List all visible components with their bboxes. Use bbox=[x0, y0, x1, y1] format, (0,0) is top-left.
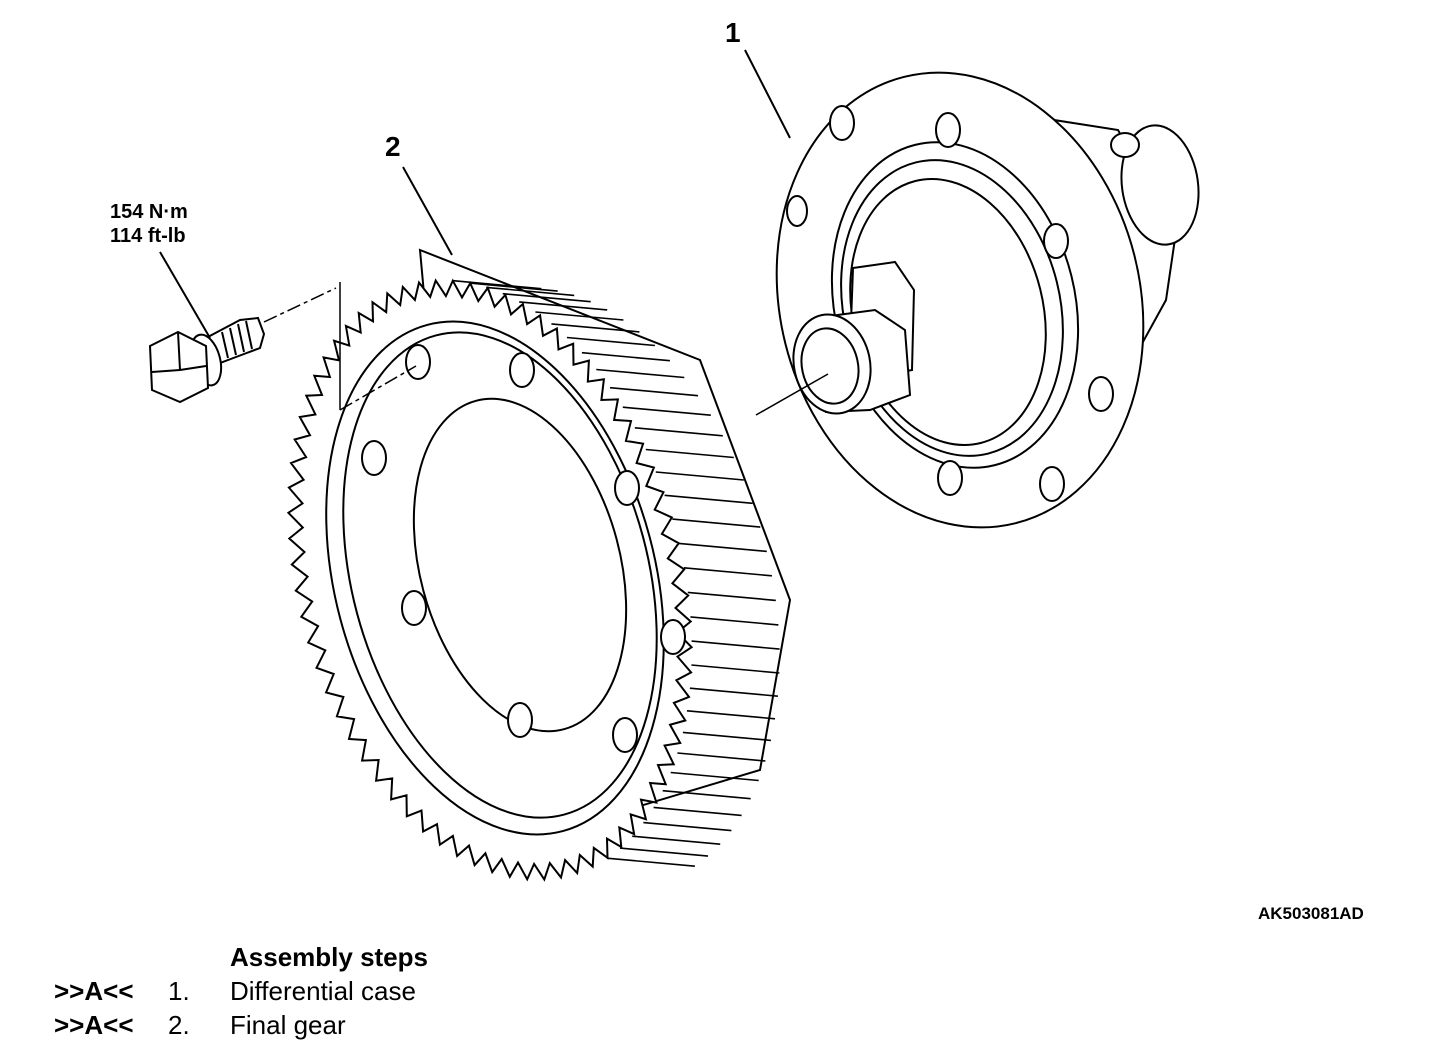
step-number: 1. bbox=[168, 976, 190, 1006]
gear-tooth-line bbox=[691, 664, 780, 674]
gear-tooth-line bbox=[535, 311, 624, 321]
gear-tooth-line bbox=[469, 282, 558, 292]
gear-tooth-line bbox=[678, 542, 767, 553]
gear-tooth-line bbox=[619, 847, 709, 857]
gear-tooth-line bbox=[687, 591, 776, 602]
gear-tooth-line bbox=[677, 752, 766, 762]
gear-tooth-line bbox=[502, 292, 591, 303]
gear-tooth-line bbox=[655, 471, 744, 481]
callout-part2: 2 bbox=[385, 131, 401, 162]
alignment-line-bolt bbox=[263, 282, 417, 411]
gear-tooth-line bbox=[672, 518, 761, 528]
gear-tooth-line bbox=[632, 835, 721, 845]
gear-tooth-line bbox=[686, 710, 776, 720]
differential-case bbox=[775, 71, 1200, 529]
assembly-steps: Assembly steps >>A<< 1. Differential cas… bbox=[0, 938, 600, 1048]
step-mark: >>A<< bbox=[54, 976, 134, 1006]
gear-tooth-line bbox=[622, 406, 711, 416]
gear-tooth-line bbox=[664, 494, 753, 505]
gear-tooth-line bbox=[581, 351, 670, 362]
gear-tooth-line bbox=[643, 821, 732, 832]
gear-tooth-line bbox=[596, 368, 685, 379]
bolt bbox=[148, 316, 266, 404]
step-number: 2. bbox=[168, 1010, 190, 1040]
leader-line-part1 bbox=[744, 49, 791, 139]
gear-tooth-line bbox=[645, 448, 734, 459]
gear-tooth-line bbox=[634, 427, 723, 437]
step-mark: >>A<< bbox=[54, 1010, 134, 1040]
gear-tooth-line bbox=[519, 301, 608, 311]
assembly-step: >>A<< 2. Final gear bbox=[0, 1010, 600, 1042]
gear-tooth-line bbox=[453, 279, 542, 290]
leader-line-part2 bbox=[402, 166, 453, 256]
callout-part1: 1 bbox=[725, 17, 741, 48]
alignment-line-case bbox=[755, 373, 829, 416]
step-name: Final gear bbox=[230, 1010, 346, 1040]
gear-tooth-line bbox=[670, 771, 759, 782]
gear-tooth-line bbox=[682, 731, 771, 742]
assembly-step: >>A<< 1. Differential case bbox=[0, 976, 600, 1008]
gear-tooth-line bbox=[653, 806, 742, 817]
gear-tooth-line bbox=[566, 336, 655, 347]
final-gear bbox=[286, 248, 792, 882]
gear-tooth-line bbox=[683, 567, 772, 577]
gear-tooth-line bbox=[606, 857, 695, 867]
gear-tooth-line bbox=[609, 386, 699, 397]
gear-tooth-line bbox=[662, 789, 751, 800]
gear-tooth-line bbox=[486, 286, 575, 297]
assembly-steps-title: Assembly steps bbox=[230, 942, 428, 972]
figure-code: AK503081AD bbox=[1258, 904, 1364, 923]
torque-imperial: 114 ft-lb bbox=[110, 225, 186, 247]
step-name: Differential case bbox=[230, 976, 416, 1006]
leader-line-torque bbox=[159, 251, 211, 339]
gear-tooth-line bbox=[551, 323, 640, 333]
gear-tooth-line bbox=[690, 616, 779, 626]
torque-metric: 154 N·m bbox=[110, 201, 188, 223]
gear-tooth-line bbox=[691, 640, 780, 650]
gear-tooth-line bbox=[689, 687, 778, 697]
